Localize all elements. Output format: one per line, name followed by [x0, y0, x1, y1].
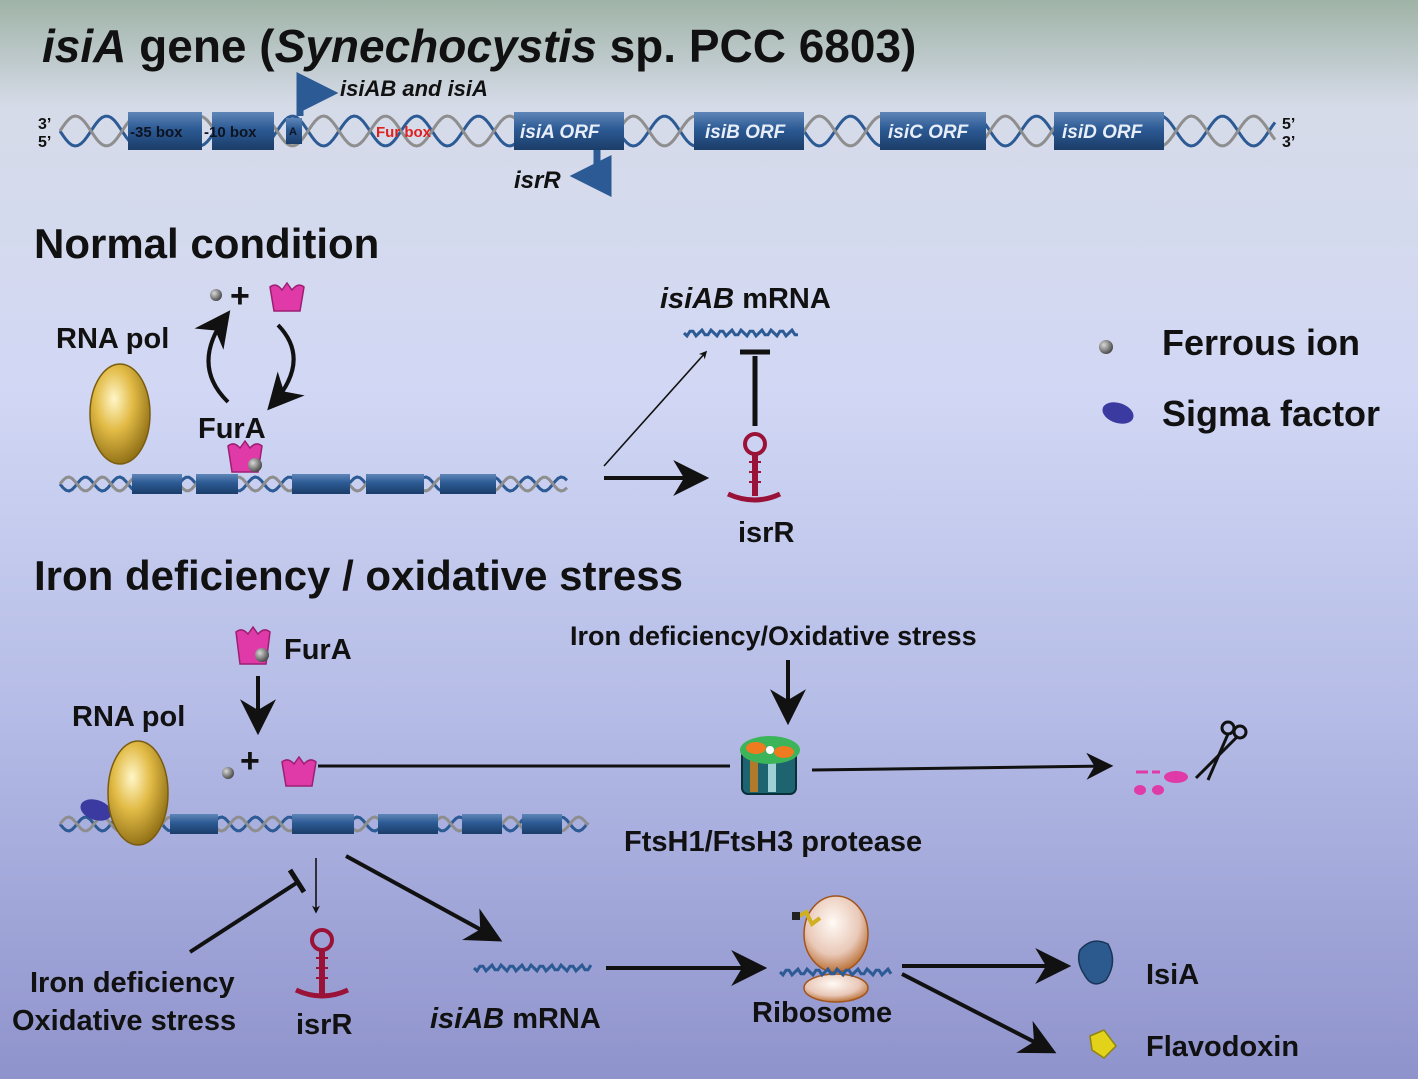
legend-ferrous-ion: Ferrous ion — [1162, 322, 1360, 363]
isia-protein-icon — [1077, 940, 1114, 985]
stress-rna-pol-label: RNA pol — [72, 701, 185, 733]
isic-orf-block — [880, 112, 986, 150]
degraded-fragments — [1134, 770, 1188, 795]
box-35-label: -35 box — [130, 124, 183, 141]
stress-inhibition-bar — [287, 868, 307, 894]
normal-dna-box-3 — [292, 474, 350, 494]
normal-panel: RNA pol + FurA isiAB mRNA isrR — [56, 277, 831, 549]
normal-isrr-label: isrR — [738, 517, 794, 549]
fur-box-label: Fur box — [376, 124, 432, 141]
isiab-promoter-label: isiAB and isiA — [340, 76, 488, 101]
ferrous-ion-icon — [1099, 340, 1113, 354]
stress-isrr-hairpin — [294, 928, 350, 999]
isia-orf-label: isiA ORF — [520, 122, 601, 143]
legend-sigma-factor: Sigma factor — [1162, 393, 1380, 434]
normal-bound-ion — [248, 458, 262, 472]
legend: Ferrous ion Sigma factor — [1099, 322, 1380, 434]
page-title: isiA gene (Synechocystis sp. PCC 6803) — [42, 20, 916, 72]
normal-dna-box-2 — [196, 474, 238, 494]
normal-mrna-wave — [682, 327, 798, 339]
ribosome-mrna-wave — [778, 966, 893, 978]
normal-dna-box-5 — [440, 474, 496, 494]
normal-heading: Normal condition — [34, 220, 379, 267]
normal-fura-label: FurA — [198, 413, 266, 445]
protease-label: FtsH1/FtsH3 protease — [624, 826, 922, 858]
isia-orf-block — [514, 112, 624, 150]
stress-panel: FurA RNA pol + Iron deficiency/Oxidative… — [12, 621, 1299, 1063]
isrr-promoter-arrow — [569, 150, 612, 197]
stress-sigma-factor — [80, 799, 112, 821]
flavodoxin-label: Flavodoxin — [1146, 1031, 1299, 1063]
protease-to-degradation-arrow — [811, 752, 1114, 780]
stress-free-fura — [281, 755, 317, 787]
box-10-label: -10 box — [204, 124, 257, 141]
box-a-label: A — [289, 126, 297, 138]
ribosome-icon — [792, 895, 869, 1003]
stress-isrr-label: isrR — [296, 1009, 352, 1041]
normal-plus: + — [230, 277, 250, 315]
stress-arrow-to-mrna — [345, 854, 503, 942]
stress-condition-label: Iron deficiency/Oxidative stress — [570, 621, 977, 651]
stress-dna-box-3 — [378, 814, 438, 834]
normal-mrna-label: isiAB mRNA — [660, 283, 831, 315]
normal-fura-protein-top — [269, 281, 305, 312]
stress-dna-box-2 — [292, 814, 354, 834]
gene-map: -35 box -10 box A Fur box isiA ORF isiB … — [38, 72, 1295, 197]
stress-dna-box-1 — [170, 814, 218, 834]
isib-orf-block — [694, 112, 804, 150]
strand-left-bottom: 5’ — [38, 134, 51, 151]
stress-dna-box-5 — [522, 814, 562, 834]
isrr-promoter-label: isrR — [514, 167, 561, 194]
stress-heading: Iron deficiency / oxidative stress — [34, 552, 683, 599]
ribosome-to-flavodoxin-arrow — [901, 972, 1057, 1054]
box-10-block — [212, 112, 274, 150]
box-a-block — [286, 118, 302, 144]
isic-orf-label: isiC ORF — [888, 122, 970, 143]
box-35-block — [128, 112, 202, 150]
strand-right-top: 5’ — [1282, 116, 1295, 133]
strand-left-top: 3’ — [38, 116, 51, 133]
stress-mrna-wave — [472, 962, 593, 974]
stress-plus: + — [240, 742, 260, 780]
isia-label: IsiA — [1146, 959, 1199, 991]
isiab-promoter-arrow — [296, 72, 339, 116]
strand-right-bottom: 3’ — [1282, 134, 1295, 151]
stress-inhibitor-line1: Iron deficiency — [30, 967, 235, 999]
ribosome-label: Ribosome — [752, 997, 892, 1029]
normal-dna-box-4 — [366, 474, 424, 494]
isid-orf-block — [1054, 112, 1164, 150]
scissors-icon — [1194, 720, 1248, 781]
normal-cycle-arrow-right — [267, 323, 305, 411]
isid-orf-label: isiD ORF — [1062, 122, 1144, 143]
normal-dna-box-1 — [132, 474, 182, 494]
stress-free-ion — [222, 767, 234, 779]
stress-mrna-label: isiAB mRNA — [430, 1003, 601, 1035]
normal-rna-pol — [89, 363, 151, 465]
normal-isrr-hairpin — [726, 432, 782, 503]
stress-dna-box-4 — [462, 814, 502, 834]
stress-inhibitor-line2: Oxidative stress — [12, 1005, 236, 1037]
ftsh-protease-icon — [740, 736, 800, 795]
normal-cycle-arrow-left — [194, 310, 231, 404]
normal-ferrous-ion — [210, 289, 222, 301]
flavodoxin-icon — [1089, 1029, 1117, 1059]
stress-rna-pol — [107, 740, 169, 846]
sigma-factor-icon — [1102, 402, 1134, 424]
stress-fura-label: FurA — [284, 634, 352, 666]
isib-orf-label: isiB ORF — [705, 122, 787, 143]
normal-rna-pol-label: RNA pol — [56, 323, 169, 355]
normal-thin-arrow — [603, 350, 708, 467]
stress-fura-ion — [255, 648, 269, 662]
stress-inhibition-line — [188, 880, 300, 954]
